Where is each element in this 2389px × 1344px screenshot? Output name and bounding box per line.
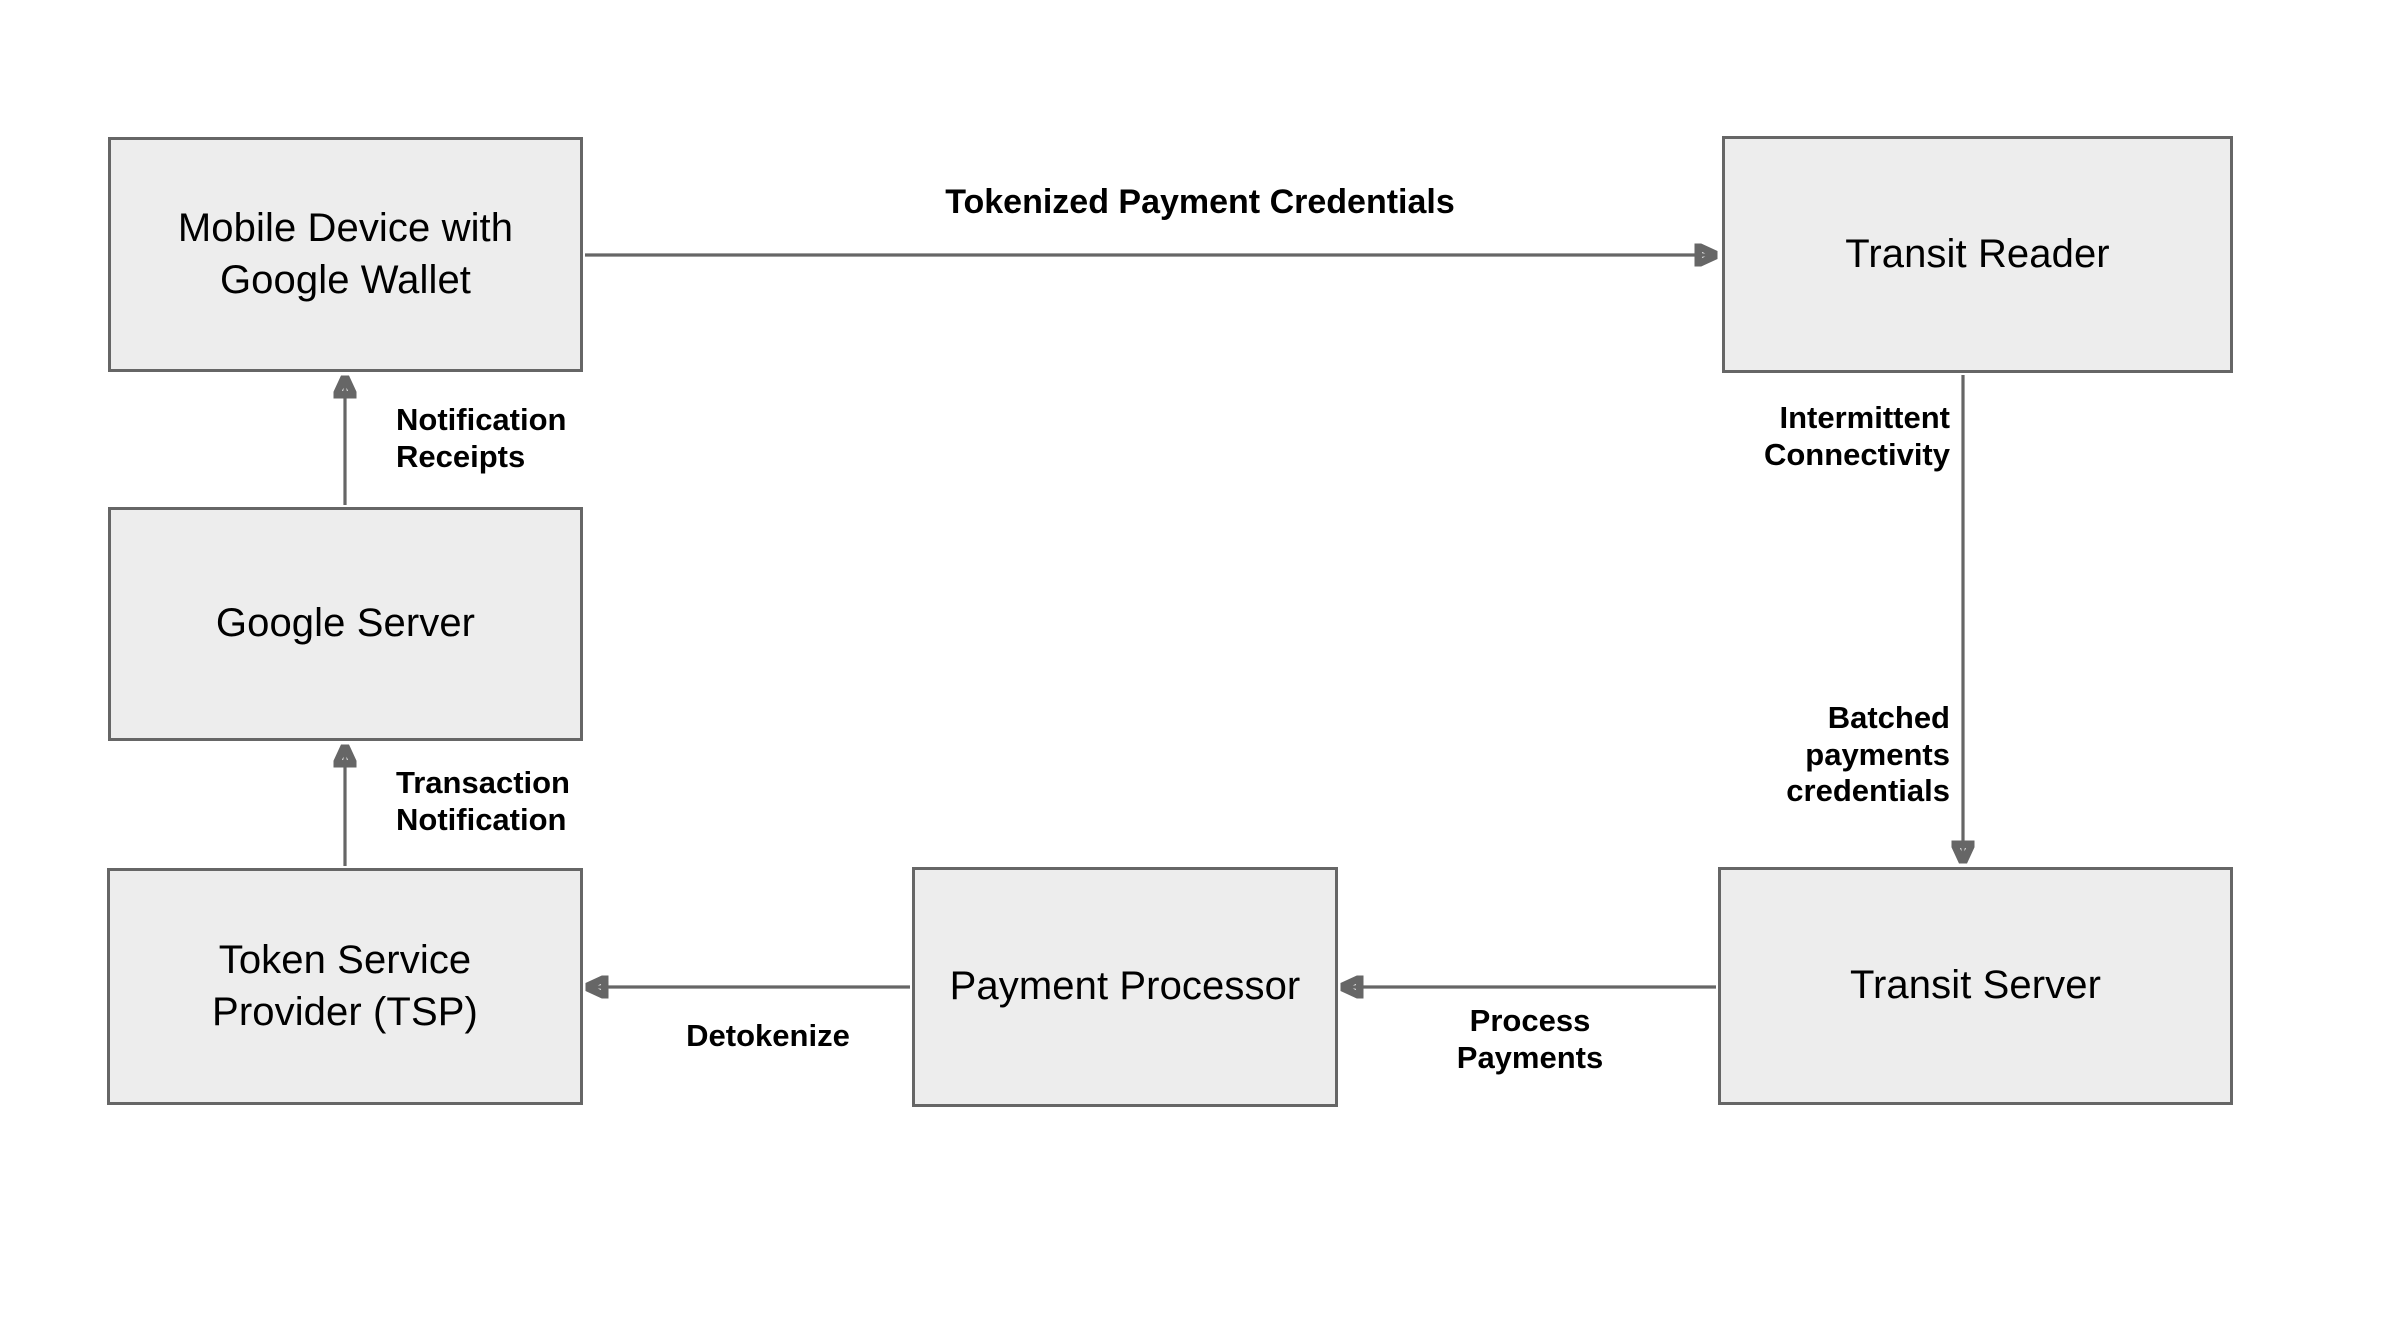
edge-label-process-payments: Process Payments xyxy=(1456,1003,1604,1075)
edge-label-transaction-notification: Transaction Notification xyxy=(396,765,570,837)
node-transit-reader[interactable]: Transit Reader xyxy=(1722,136,2233,373)
node-google-server[interactable]: Google Server xyxy=(108,507,583,741)
node-transit-server[interactable]: Transit Server xyxy=(1718,867,2233,1105)
node-payment-processor[interactable]: Payment Processor xyxy=(912,867,1338,1107)
node-token-service-provider[interactable]: Token Service Provider (TSP) xyxy=(107,868,583,1105)
node-mobile-device[interactable]: Mobile Device with Google Wallet xyxy=(108,137,583,372)
edge-label-notification-receipts: Notification Receipts xyxy=(396,402,567,474)
edge-label-intermittent-connectivity: Intermittent Connectivity xyxy=(1763,400,1950,472)
edge-label-tokenized-payment-credentials: Tokenized Payment Credentials xyxy=(945,183,1455,221)
edge-label-detokenize: Detokenize xyxy=(686,1018,850,1053)
edge-label-batched-payments-credentials: Batched payments credentials xyxy=(1786,700,1950,809)
